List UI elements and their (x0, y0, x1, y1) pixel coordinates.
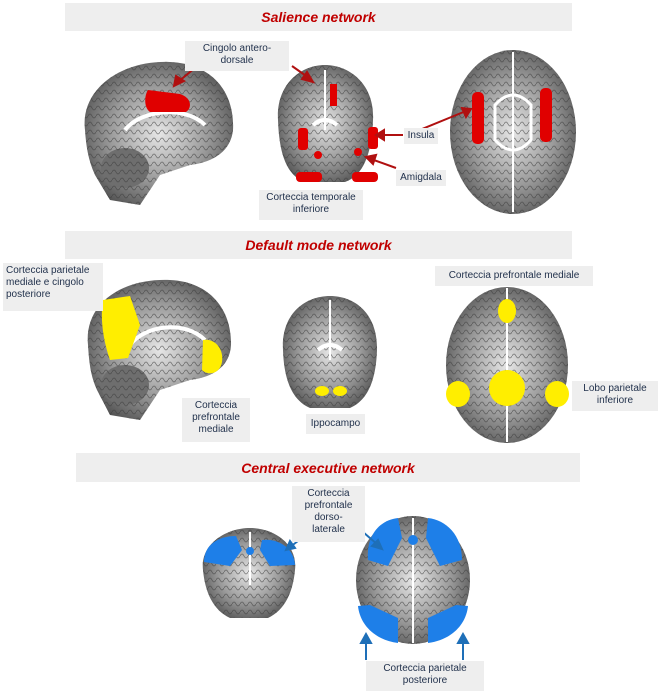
dmn-coronal-brain (282, 296, 378, 408)
label-corteccia-parietale-mediale: Corteccia parietale mediale e cingolo po… (3, 263, 103, 311)
label-corteccia-prefrontale-dorsolaterale: Corteccia prefrontale dorso- laterale (292, 486, 365, 542)
salience-axial-brain (450, 50, 576, 214)
dmn-sagittal-regions (101, 296, 223, 374)
label-amigdala: Amigdala (396, 170, 446, 186)
salience-axial-regions (472, 88, 552, 144)
dmn-hippocampus-regions (315, 386, 347, 396)
salience-coronal-brain (277, 65, 374, 182)
default-mode-title: Default mode network (65, 231, 572, 259)
label-corteccia-prefrontale-mediale-sag: Corteccia prefrontale mediale (182, 398, 250, 442)
label-corteccia-parietale-posteriore: Corteccia parietale posteriore (366, 661, 484, 691)
salience-coronal-regions (296, 84, 378, 182)
dmn-axial-brain (446, 287, 568, 443)
salience-acc-region (145, 90, 190, 112)
salience-sagittal-brain (84, 61, 234, 205)
label-corteccia-temporale-inferiore: Corteccia temporale inferiore (259, 190, 363, 220)
central-executive-title: Central executive network (76, 453, 580, 482)
cen-coronal-regions (204, 536, 295, 566)
salience-title: Salience network (65, 3, 572, 31)
label-ippocampo: Ippocampo (306, 414, 365, 434)
label-insula: Insula (404, 128, 438, 144)
label-cingolo-antero-dorsale: Cingolo antero- dorsale (185, 41, 289, 71)
cen-axial-regions (358, 518, 468, 643)
dmn-axial-regions (446, 299, 569, 407)
label-lobo-parietale-inferiore: Lobo parietale inferiore (572, 381, 658, 411)
label-corteccia-prefrontale-mediale-top: Corteccia prefrontale mediale (435, 266, 593, 286)
